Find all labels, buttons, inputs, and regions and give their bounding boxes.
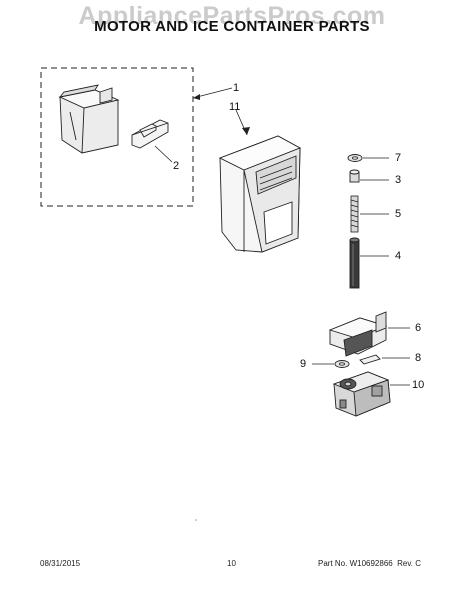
motor-part-10 — [332, 371, 391, 417]
spring-part-5 — [350, 195, 359, 233]
callout-5: 5 — [395, 208, 402, 220]
bushing-part-3 — [349, 169, 360, 183]
footer-page-number: 10 — [227, 559, 236, 568]
gasket-part-8 — [359, 354, 381, 365]
callout-4: 4 — [395, 250, 402, 262]
leader-line-2 — [154, 145, 173, 163]
shaft-part-4 — [349, 237, 360, 289]
scan-artifact-dot — [195, 519, 197, 521]
footer-date: 08/31/2015 — [40, 559, 81, 568]
callout-2: 2 — [173, 160, 180, 172]
callout-7: 7 — [395, 152, 402, 164]
ice-container-tray — [58, 84, 120, 154]
callout-6: 6 — [415, 322, 422, 334]
bracket-part-6 — [328, 311, 388, 357]
callout-11: 11 — [229, 101, 241, 113]
page-title: MOTOR AND ICE CONTAINER PARTS — [94, 18, 370, 35]
callout-10: 10 — [412, 379, 425, 391]
watermark-text: AppliancePartsPros.com — [78, 2, 386, 30]
washer-part-9 — [334, 360, 350, 368]
callout-3: 3 — [395, 174, 402, 186]
cover-part-11 — [218, 135, 302, 253]
callout-1: 1 — [233, 82, 240, 94]
assembly-dashed-box — [40, 67, 194, 207]
clip-part-2 — [131, 119, 169, 149]
footer-part-number: Part No. W10692866 Rev. C — [318, 559, 422, 568]
callout-9: 9 — [300, 358, 307, 370]
callout-8: 8 — [415, 352, 422, 364]
washer-part-7 — [347, 154, 363, 162]
